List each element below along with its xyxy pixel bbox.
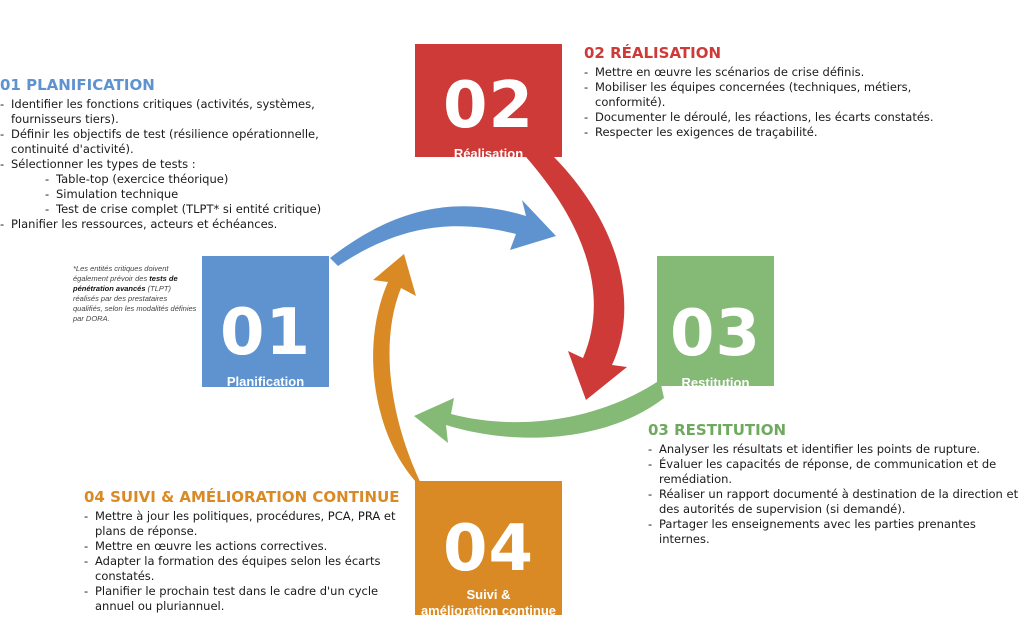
step-01-square: 01 Planification bbox=[202, 256, 329, 389]
list-item: Évaluer les capacités de réponse, de com… bbox=[648, 457, 1024, 487]
realisation-title: 02 RÉALISATION bbox=[584, 44, 722, 62]
list-item: Planifier les ressources, acteurs et éch… bbox=[0, 217, 350, 232]
restitution-block: 03 RESTITUTION Analyser les résultats et… bbox=[648, 421, 1024, 547]
list-item: Mettre à jour les politiques, procédures… bbox=[84, 509, 414, 539]
note-text-before: *Les entités critiques doivent également… bbox=[73, 264, 169, 283]
list-item: Respecter les exigences de traçabilité. bbox=[584, 125, 964, 140]
step-04-number: 04 bbox=[442, 512, 535, 586]
list-subitem: Simulation technique bbox=[45, 187, 350, 202]
list-item: Définir les objectifs de test (résilienc… bbox=[0, 127, 350, 157]
tlpt-footnote: *Les entités critiques doivent également… bbox=[73, 264, 198, 324]
arrow-suivi-to-planification bbox=[373, 254, 434, 508]
list-item: Analyser les résultats et identifier les… bbox=[648, 442, 1024, 457]
step-01-label: Planification bbox=[226, 374, 305, 389]
list-item: Mettre en œuvre les scénarios de crise d… bbox=[584, 65, 964, 80]
list-item: Partager les enseignements avec les part… bbox=[648, 517, 1024, 547]
step-04-label-line1: Suivi & bbox=[466, 587, 511, 602]
planification-title: 01 PLANIFICATION bbox=[0, 76, 155, 94]
note-text-bold: tests de pénétration avancés bbox=[73, 274, 178, 293]
list-item: Planifier le prochain test dans le cadre… bbox=[84, 584, 414, 614]
step-04-square: 04 Suivi & amélioration continue bbox=[415, 481, 562, 618]
planification-list: Identifier les fonctions critiques (acti… bbox=[0, 97, 350, 232]
planification-block: 01 PLANIFICATION Identifier les fonction… bbox=[0, 76, 350, 232]
list-item: Mettre en œuvre les actions correctives. bbox=[84, 539, 414, 554]
list-item: Identifier les fonctions critiques (acti… bbox=[0, 97, 350, 127]
list-item: Adapter la formation des équipes selon l… bbox=[84, 554, 414, 584]
realisation-block: 02 RÉALISATION Mettre en œuvre les scéna… bbox=[584, 44, 964, 140]
list-item: Sélectionner les types de tests : bbox=[0, 157, 350, 172]
step-02-label: Réalisation bbox=[453, 146, 524, 161]
list-subitem: Table-top (exercice théorique) bbox=[45, 172, 350, 187]
restitution-title: 03 RESTITUTION bbox=[648, 421, 787, 439]
step-01-number: 01 bbox=[219, 296, 312, 370]
arrow-planification-to-realisation bbox=[330, 200, 556, 266]
suivi-list: Mettre à jour les politiques, procédures… bbox=[84, 509, 414, 614]
step-04-label-line2: amélioration continue bbox=[420, 603, 557, 618]
note-text-after: (TLPT) réalisés par des prestataires qua… bbox=[73, 284, 197, 323]
step-03-square: 03 Restitution bbox=[657, 256, 774, 390]
list-subitem: Test de crise complet (TLPT* si entité c… bbox=[45, 202, 350, 217]
step-02-number: 02 bbox=[442, 69, 535, 143]
list-item: Réaliser un rapport documenté à destinat… bbox=[648, 487, 1024, 517]
step-03-number: 03 bbox=[669, 297, 762, 371]
realisation-list: Mettre en œuvre les scénarios de crise d… bbox=[584, 65, 964, 140]
arrow-realisation-to-restitution bbox=[526, 157, 627, 400]
list-item: Mobiliser les équipes concernées (techni… bbox=[584, 80, 964, 110]
restitution-list: Analyser les résultats et identifier les… bbox=[648, 442, 1024, 547]
arrow-restitution-to-suivi bbox=[414, 380, 664, 443]
list-item: Documenter le déroulé, les réactions, le… bbox=[584, 110, 964, 125]
step-03-label: Restitution bbox=[681, 375, 750, 390]
suivi-title: 04 SUIVI & AMÉLIORATION CONTINUE bbox=[84, 488, 400, 506]
step-02-square: 02 Réalisation bbox=[415, 44, 562, 161]
suivi-block: 04 SUIVI & AMÉLIORATION CONTINUE Mettre … bbox=[84, 488, 414, 614]
